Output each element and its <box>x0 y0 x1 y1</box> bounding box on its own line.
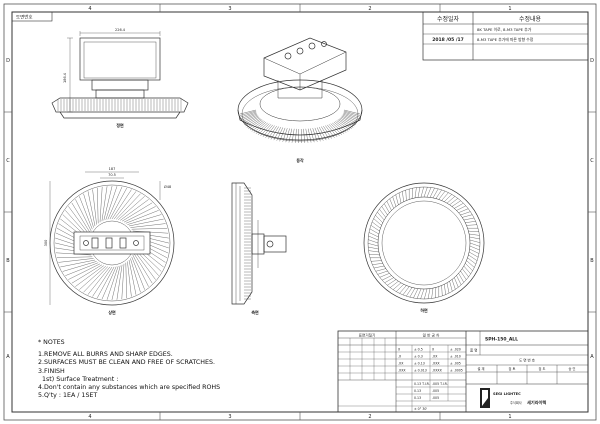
col-label-4: 4 <box>88 6 91 12</box>
review-label: 검 토 <box>509 366 516 371</box>
title-block <box>337 330 589 413</box>
column-markers: 4 3 2 1 4 3 2 1 <box>88 4 512 420</box>
svg-text:SEGI LIGHTEC: SEGI LIGHTEC <box>493 392 521 396</box>
note-line-4: 1st) Surface Treatment : <box>38 375 119 383</box>
col-label-2: 2 <box>368 6 371 12</box>
surface-roughness-label: 표면거칠기 <box>359 333 376 338</box>
top-view <box>49 171 175 306</box>
svg-text:도면번호: 도면번호 <box>16 14 33 21</box>
row-label-d-right: D <box>590 58 594 64</box>
row-markers: D C B A D C B A <box>4 58 596 360</box>
col-label-3-bottom: 3 <box>228 414 231 420</box>
hole-inch-1: .005 T.I.R. <box>432 382 448 386</box>
tol-row-2-c: .XX <box>432 355 438 359</box>
approve-label: 승 인 <box>569 366 576 371</box>
note-line-5: 4.Don't contain any substances which are… <box>38 384 221 392</box>
col-label-1-bottom: 1 <box>508 414 511 420</box>
col-label-1: 1 <box>508 6 511 12</box>
revision-row-2-date: 2018 /05 /17 <box>432 37 463 43</box>
col-label-3: 3 <box>228 6 231 12</box>
top-view-label: 상면 <box>108 309 116 315</box>
note-line-2: 2.SURFACES MUST BE CLEAN AND FREE OF SCR… <box>38 359 216 367</box>
bottom-view-label: 하면 <box>420 307 428 313</box>
row-label-a: A <box>6 354 10 360</box>
general-tolerance-label: 일 반 공 차 <box>423 333 440 338</box>
drawing-number: SPH-150_ALL <box>485 337 518 343</box>
hole-inch-3: .005 <box>432 396 439 400</box>
tol-row-4-a: .XXX <box>398 369 406 373</box>
tol-row-4-b: ± 0.013 <box>414 369 427 373</box>
tol-row-2-b: ± 0.3 <box>414 355 423 359</box>
tol-row-3-c: .XXX <box>432 362 440 366</box>
iso-view-label: 등각 <box>296 157 304 163</box>
top-dim-b: 70.5 <box>108 173 116 177</box>
drawing-number-box: 도면번호 <box>11 11 53 22</box>
design-label: 설 계 <box>478 366 485 371</box>
tol-row-3-a: .XX <box>398 362 404 366</box>
notes-block: * NOTES 1.REMOVE ALL BURRS AND SHARP EDG… <box>38 339 298 400</box>
revision-row-2-content: 8-M3 TAPE 추가에 따른 방향 수정 <box>477 37 534 42</box>
tol-row-4-d: ± .0005 <box>450 369 463 373</box>
tol-row-2-a: .X <box>398 355 402 359</box>
tol-row-1-b: ± 0.5 <box>414 348 423 352</box>
revision-table: 수정일자 수정내용 8K TAPE 이로, 8-M3 TAPE 추가 2018 … <box>422 11 589 61</box>
title-block-text: 표면거칠기 일 반 공 차 X ± 0.5 X ± .020 .X ± 0.3 … <box>359 333 576 412</box>
revision-row-1-content: 8K TAPE 이로, 8-M3 TAPE 추가 <box>477 27 532 32</box>
front-height-dimension: 186.4 <box>63 72 67 83</box>
front-width-dimension: 226.4 <box>115 28 126 32</box>
col-label-4-bottom: 4 <box>88 414 91 420</box>
hole-row-2: 0.13 <box>414 389 421 393</box>
side-view-label: 측면 <box>251 309 259 315</box>
hole-row-3: 0.13 <box>414 396 421 400</box>
note-line-1: 1.REMOVE ALL BURRS AND SHARP EDGES. <box>38 351 173 359</box>
tol-row-1-a: X <box>398 348 401 352</box>
row-label-b: B <box>6 258 10 264</box>
tol-row-1-d: ± .020 <box>450 348 461 352</box>
hole-row-1: 0.13 T.I.R. <box>414 382 430 386</box>
drawing-number-label: 도 면 번 호 <box>519 358 535 363</box>
top-dim-side: 300 <box>44 240 48 247</box>
top-dim-a: 187 <box>109 167 116 171</box>
col-label-2-bottom: 2 <box>368 414 371 420</box>
side-view <box>231 182 287 305</box>
row-label-c-right: C <box>590 158 594 164</box>
front-view-label: 정면 <box>116 122 124 128</box>
top-dim-diameter: Ø48 <box>164 184 171 189</box>
tol-row-2-d: ± .010 <box>450 355 461 359</box>
hole-inch-2: .005 <box>432 389 439 393</box>
isometric-view <box>237 37 363 144</box>
angle-tolerance: ± 0° 30' <box>414 407 427 411</box>
company-logo: SEGI LIGHTEC 주식회사 세기라이텍 <box>480 388 546 408</box>
part-name-label: 품 명 <box>470 348 477 353</box>
note-line-3: 3.FINISH <box>38 367 65 375</box>
row-label-a-right: A <box>590 354 594 360</box>
tol-row-4-c: .XXXX <box>432 369 443 373</box>
bottom-view <box>363 182 485 304</box>
tol-row-3-b: ± 0.13 <box>414 362 425 366</box>
row-label-c: C <box>6 158 10 164</box>
company-prefix: 주식회사 <box>510 400 522 405</box>
row-label-d: D <box>6 58 10 64</box>
note-line-6: 5.Q'ty : 1EA / 1SET <box>38 392 98 400</box>
tol-row-1-c: X <box>432 348 435 352</box>
tol-row-3-d: ± .005 <box>450 362 461 366</box>
revision-content-header: 수정내용 <box>519 15 542 23</box>
front-view <box>51 31 189 119</box>
check-label: 검 도 <box>539 366 546 371</box>
row-label-b-right: B <box>590 258 594 264</box>
notes-heading: * NOTES <box>38 339 65 346</box>
revision-date-header: 수정일자 <box>437 15 460 23</box>
company-name: 세기라이텍 <box>527 399 546 406</box>
